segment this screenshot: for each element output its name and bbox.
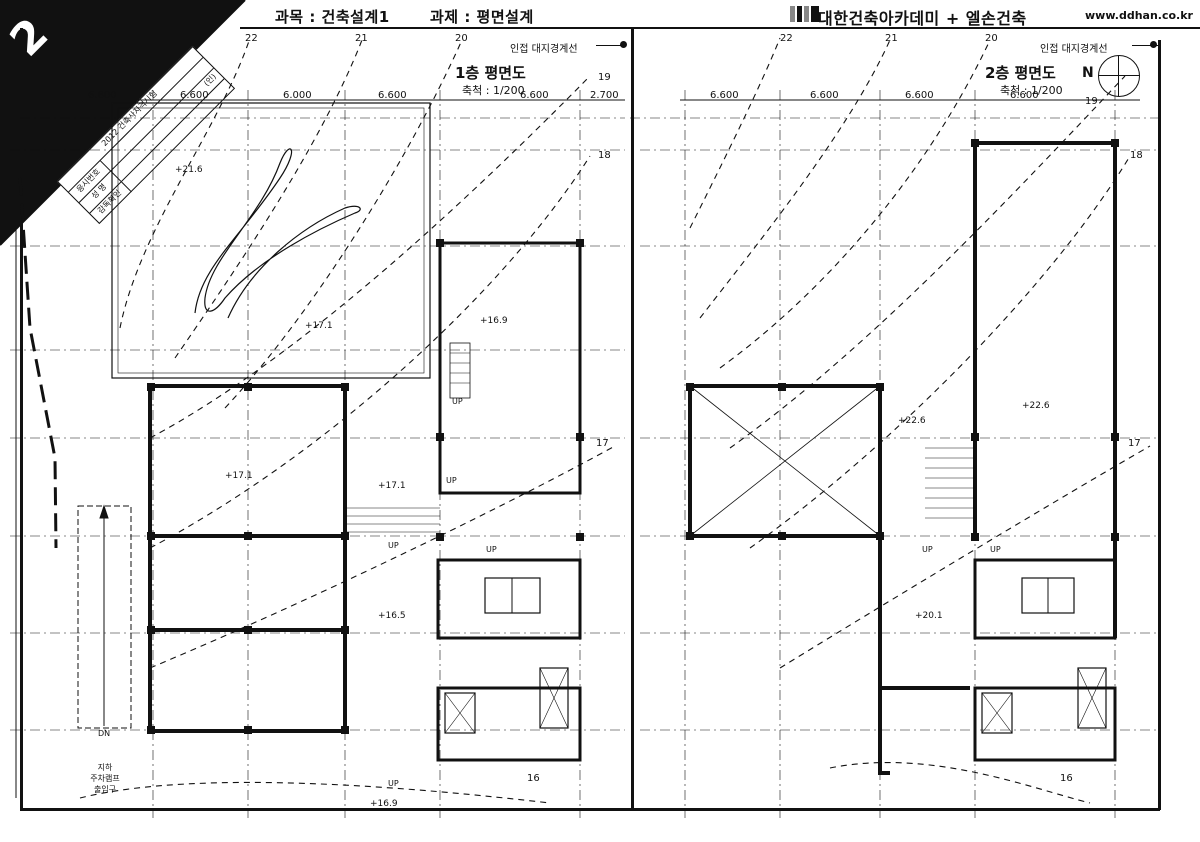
up-label: UP <box>452 397 463 406</box>
brand-name: 대한건축아카데미 + 엘손건축 <box>818 9 1027 28</box>
brand-logo-icon <box>790 6 819 22</box>
contour-label: 19 <box>1085 96 1098 107</box>
dim-top-label: 6.600 <box>1010 90 1039 101</box>
boundary-line <box>596 45 626 46</box>
boundary-line <box>1132 45 1158 46</box>
up-label: UP <box>388 541 399 550</box>
level-mark: +22.6 <box>898 416 926 426</box>
level-mark: +16.9 <box>370 799 398 809</box>
plan2-right-edge <box>1158 40 1161 810</box>
dim-top-label: 6.600 <box>710 90 739 101</box>
up-label: UP <box>922 545 933 554</box>
boundary-dot-icon <box>620 41 627 48</box>
level-mark: +16.5 <box>378 611 406 621</box>
level-mark: +21.6 <box>175 165 203 175</box>
boundary-dot-icon <box>1150 41 1157 48</box>
plan1-frame <box>20 28 634 811</box>
ramp-dn-label: DN <box>98 729 110 738</box>
ramp-label: 지하 주차램프 출입구 <box>90 763 120 794</box>
level-mark: +20.1 <box>915 611 943 621</box>
up-label: UP <box>990 545 1001 554</box>
contour-label: 16 <box>1060 773 1073 784</box>
contour-label: 17 <box>1128 438 1141 449</box>
up-label: UP <box>388 779 399 788</box>
contour-label: 18 <box>1130 150 1143 161</box>
plan2-drawing: 6.600 6.600 6.600 6.600 16 17 18 19 20 2… <box>630 33 1158 818</box>
contour-label: 16 <box>527 773 540 784</box>
contour-label: 20 <box>455 33 468 44</box>
contour-label: 17 <box>596 438 609 449</box>
dim-top-label: 6.600 <box>180 90 209 101</box>
contour-label: 21 <box>355 33 368 44</box>
level-mark: +17.1 <box>378 481 406 491</box>
contour-label: 22 <box>780 33 793 44</box>
contour-label: 20 <box>985 33 998 44</box>
plan2-frame <box>630 28 1160 811</box>
contour-label: 19 <box>598 72 611 83</box>
task-label: 과제 : 평면설계 <box>430 8 534 26</box>
plan2-boundary-label: 인접 대지경계선 <box>1040 44 1108 55</box>
north-arrow-icon <box>1098 55 1140 97</box>
plan1-scale: 축척 : 1/200 <box>462 84 525 97</box>
subject-label: 과목 : 건축설계1 <box>275 8 390 26</box>
plan2-title: 2층 평면도 <box>985 64 1056 82</box>
level-mark: +22.6 <box>1022 401 1050 411</box>
dim-top-label: 6.600 <box>520 90 549 101</box>
level-mark: +16.9 <box>480 316 508 326</box>
contour-label: 22 <box>245 33 258 44</box>
north-label: N <box>1082 65 1094 81</box>
up-label: UP <box>446 476 457 485</box>
dim-top-label: 6.000 <box>283 90 312 101</box>
contour-label: 21 <box>885 33 898 44</box>
up-label: UP <box>486 545 497 554</box>
dim-top-label: 6.600 <box>378 90 407 101</box>
plan2-scale: 축척 : 1/200 <box>1000 84 1063 97</box>
site-url[interactable]: www.ddhan.co.kr <box>1085 9 1193 22</box>
dim-top-label: 6.600 <box>810 90 839 101</box>
dim-top-label: 6.600 <box>88 90 117 101</box>
dim-top-label: 6.600 <box>905 90 934 101</box>
plan1-boundary-label: 인접 대지경계선 <box>510 44 578 55</box>
header-rule <box>240 27 1200 29</box>
level-mark: +17.1 <box>305 321 333 331</box>
contour-label: 18 <box>598 150 611 161</box>
plan1-drawing: 6.600 6.600 6.000 6.600 6.600 2.700 16 1… <box>10 33 625 818</box>
plan1-title: 1층 평면도 <box>455 64 526 82</box>
level-mark: +17.1 <box>225 471 253 481</box>
dim-top-label: 2.700 <box>590 90 619 101</box>
